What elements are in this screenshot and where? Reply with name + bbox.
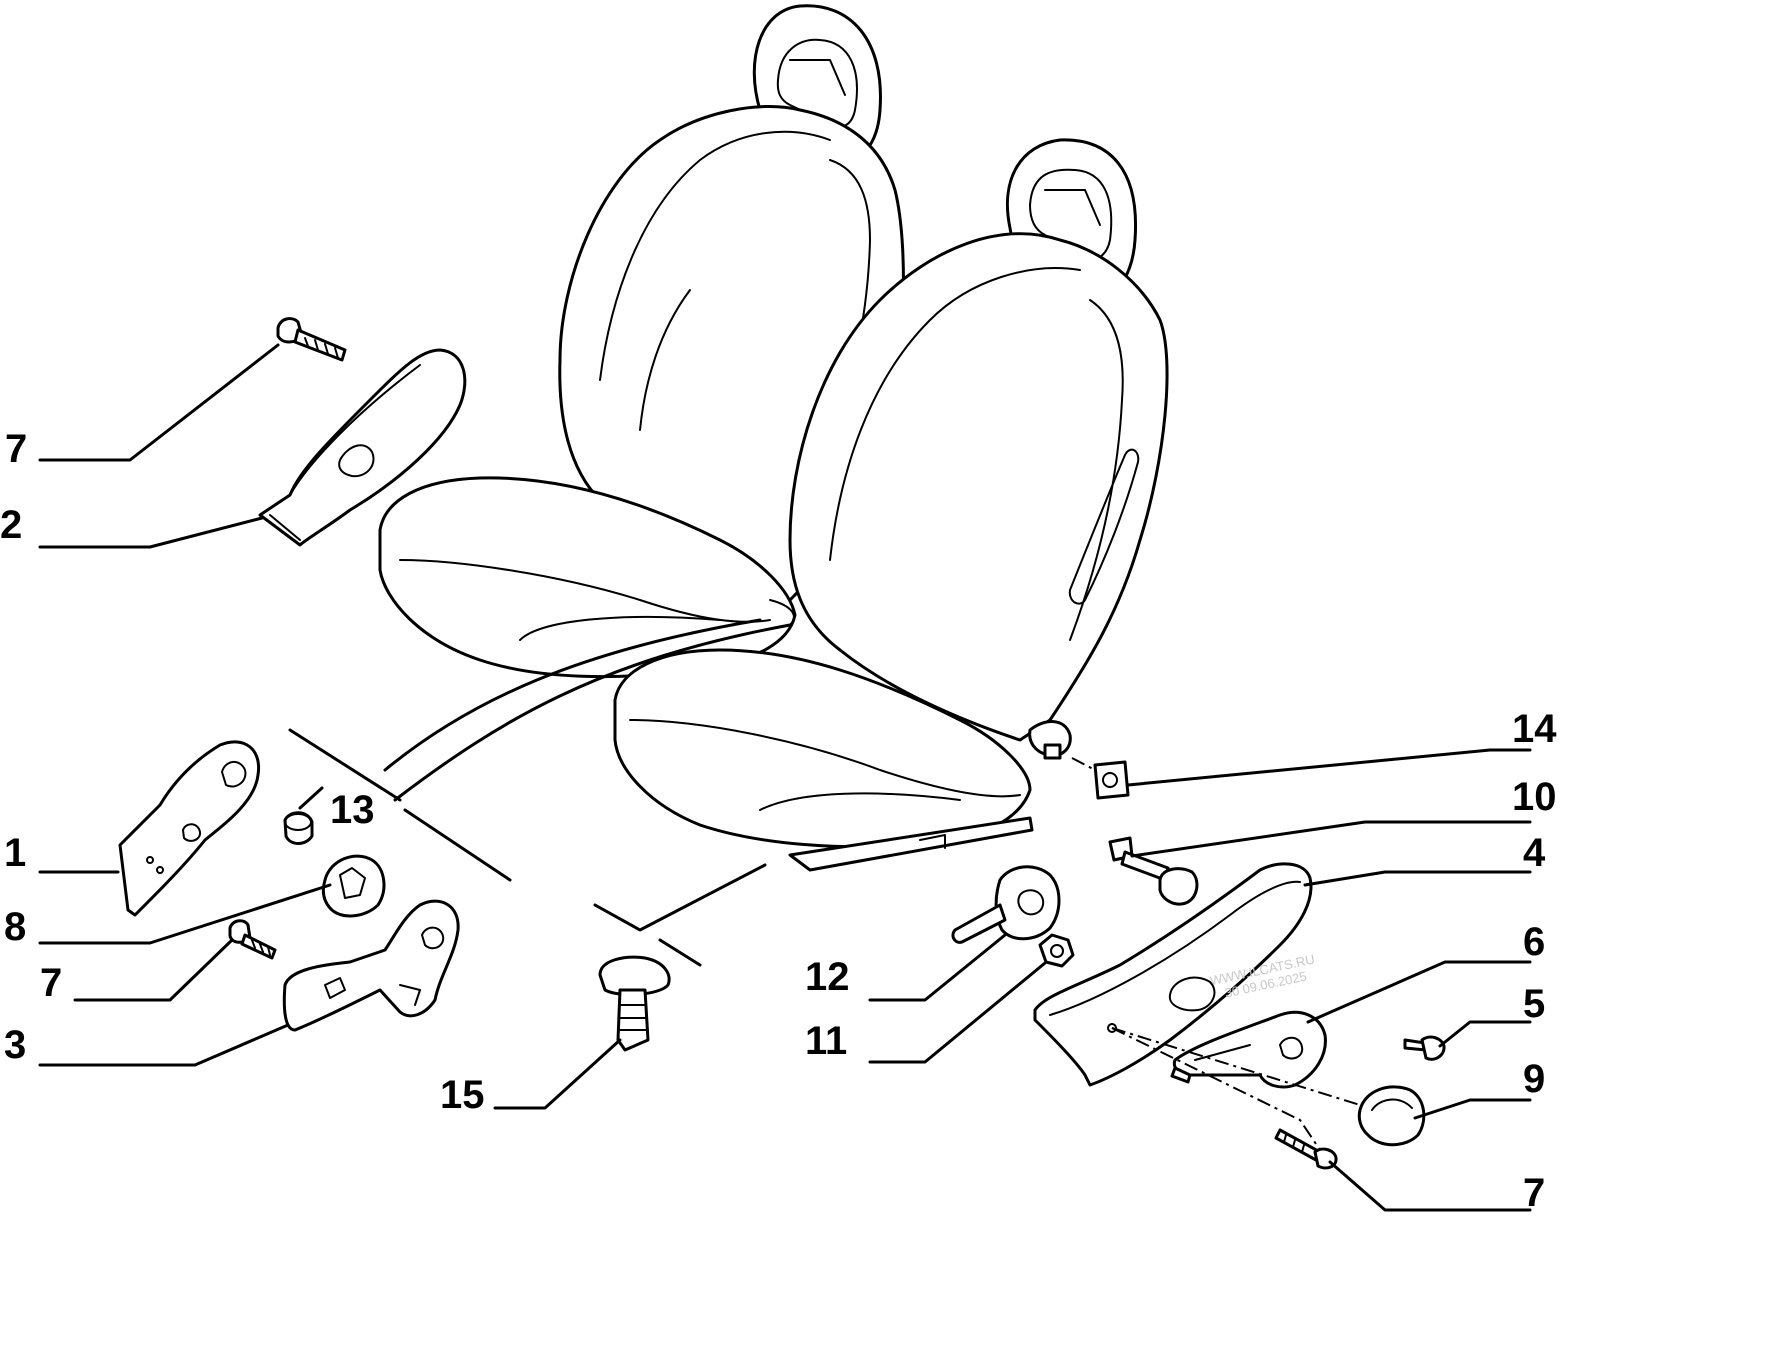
label-4: 4 bbox=[1523, 831, 1546, 875]
part-13-cap bbox=[283, 811, 314, 845]
label-1: 1 bbox=[4, 831, 26, 875]
screw-7-upper bbox=[276, 317, 347, 362]
label-7-middle: 7 bbox=[40, 961, 62, 1005]
part-10-pin bbox=[1108, 836, 1199, 906]
label-10: 10 bbox=[1512, 775, 1557, 819]
screw-7-lower bbox=[1274, 1128, 1338, 1170]
label-8: 8 bbox=[4, 905, 26, 949]
label-6: 6 bbox=[1523, 920, 1545, 964]
part-4-side-cover bbox=[1033, 862, 1313, 1087]
screw-7-middle bbox=[228, 919, 277, 960]
part-2-cover bbox=[258, 348, 467, 547]
label-14: 14 bbox=[1512, 707, 1557, 751]
part-9-knob bbox=[1357, 1085, 1426, 1147]
callout-labels: 7 2 1 13 8 7 3 15 12 11 14 10 4 6 5 9 7 bbox=[0, 427, 1557, 1215]
part-6-lever bbox=[1170, 1010, 1327, 1089]
label-3: 3 bbox=[4, 1023, 26, 1067]
label-15: 15 bbox=[440, 1073, 485, 1117]
cable-line bbox=[383, 618, 762, 772]
part-15-clip bbox=[598, 955, 671, 1052]
label-2: 2 bbox=[0, 503, 22, 547]
label-7-lower: 7 bbox=[1523, 1171, 1545, 1215]
label-11: 11 bbox=[805, 1019, 847, 1063]
leader-lines bbox=[38, 343, 1532, 1212]
seat-parts-diagram: 7 2 1 13 8 7 3 15 12 11 14 10 4 6 5 9 7 … bbox=[0, 4, 1557, 1215]
cable-line-2 bbox=[393, 623, 792, 802]
assembly-axis bbox=[1111, 1027, 1361, 1106]
part-12-mechanism bbox=[951, 865, 1061, 944]
part-5-bolt bbox=[1403, 1035, 1446, 1061]
label-7-upper: 7 bbox=[5, 427, 27, 471]
part-3-bracket bbox=[282, 899, 460, 1032]
front-seat bbox=[613, 138, 1169, 872]
part-11-nut bbox=[1038, 933, 1075, 968]
label-13: 13 bbox=[330, 788, 375, 832]
label-5: 5 bbox=[1523, 982, 1545, 1026]
label-9: 9 bbox=[1523, 1057, 1545, 1101]
part-1-bracket bbox=[118, 740, 261, 917]
label-12: 12 bbox=[805, 955, 850, 999]
part-8-knob bbox=[321, 854, 386, 918]
part-14-plate bbox=[1071, 757, 1130, 800]
